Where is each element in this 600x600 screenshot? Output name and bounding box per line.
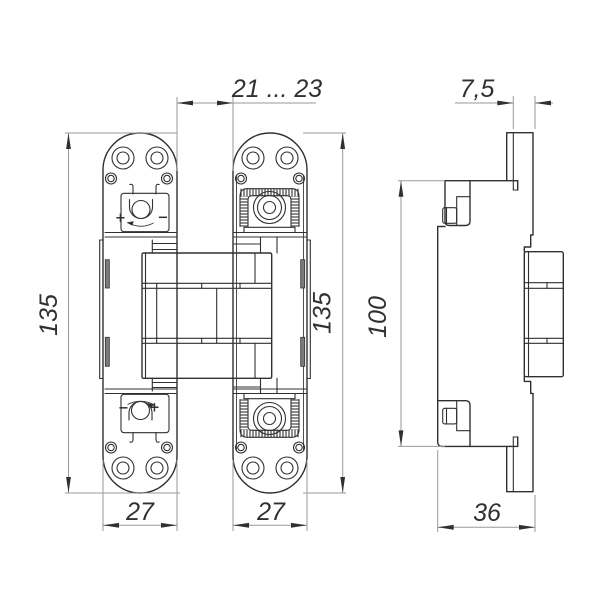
dimension-wing-left-width: 27 bbox=[102, 460, 178, 531]
faceplate-bottom bbox=[506, 376, 534, 493]
right-flange-edge bbox=[306, 239, 311, 380]
dimension-height-left-value: 135 bbox=[35, 294, 63, 336]
dimension-wing-right-width: 27 bbox=[232, 460, 308, 531]
adjustment-screw bbox=[131, 199, 151, 220]
dimension-body-height: 100 bbox=[364, 180, 445, 447]
adjust-plus-label: + bbox=[149, 401, 160, 416]
dimension-plate-thickness: 7,5 bbox=[455, 75, 553, 129]
mortise-body bbox=[437, 180, 519, 448]
hinge-pin-screw bbox=[252, 190, 287, 225]
adjustment-unit-bottom: − + bbox=[118, 393, 170, 443]
side-adjust-screw bbox=[442, 407, 458, 425]
dimension-wing-left-width-value: 27 bbox=[125, 498, 155, 526]
dimension-height-right-value: 135 bbox=[309, 292, 337, 334]
left-flange-edge bbox=[99, 239, 104, 380]
dimension-height-left: 135 bbox=[35, 132, 180, 494]
left-edge-slot bbox=[104, 259, 110, 289]
knurled-cup-bottom bbox=[239, 392, 300, 438]
screw-holes-bottom-left-wing bbox=[104, 441, 174, 480]
dimension-gap: 21 ... 23 bbox=[176, 75, 322, 171]
left-wing-plate: + − − + bbox=[99, 132, 178, 494]
right-wing-plate bbox=[232, 132, 311, 494]
left-edge-slot bbox=[104, 336, 110, 367]
dimension-depth-value: 36 bbox=[473, 499, 501, 527]
right-edge-slot bbox=[300, 259, 306, 289]
screw-holes-top-right-wing bbox=[234, 146, 306, 185]
faceplate-top bbox=[506, 132, 534, 253]
hinge-arm-block bbox=[141, 252, 273, 380]
adjust-plus-label: + bbox=[115, 211, 126, 226]
side-adjust-screw bbox=[442, 207, 458, 224]
dimension-body-height-value: 100 bbox=[364, 296, 392, 338]
dimension-depth: 36 bbox=[437, 450, 536, 532]
adjust-minus-label: − bbox=[118, 401, 129, 416]
hinge-pin-screw bbox=[252, 401, 287, 436]
dimension-wing-right-width-value: 27 bbox=[256, 498, 286, 526]
adjustment-screw bbox=[130, 400, 151, 421]
adjustment-unit-top: + − bbox=[115, 183, 170, 233]
screw-holes-bottom-right-wing bbox=[234, 441, 306, 480]
dimension-gap-value: 21 ... 23 bbox=[231, 75, 322, 103]
knurled-cup-top bbox=[239, 188, 300, 234]
right-edge-slot bbox=[300, 336, 306, 367]
screw-holes-top-left-wing bbox=[104, 146, 174, 185]
dimension-height-right: 135 bbox=[303, 132, 346, 494]
adjust-minus-label: − bbox=[158, 211, 169, 226]
side-view bbox=[437, 132, 564, 493]
dimension-plate-thickness-value: 7,5 bbox=[460, 75, 495, 103]
latch-box bbox=[523, 250, 564, 378]
rotation-arrow bbox=[127, 400, 154, 405]
front-view: + − − + bbox=[99, 132, 311, 494]
dimensions: 21 ... 23 7,5 135 135 bbox=[35, 75, 553, 532]
